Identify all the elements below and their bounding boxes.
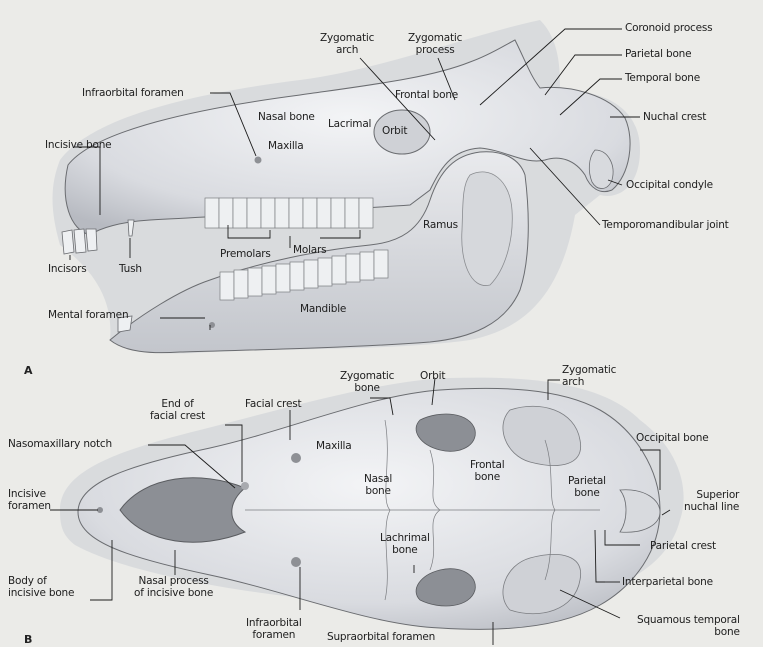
- panel-a-letter: A: [24, 364, 33, 377]
- label-coronoid-process: Coronoid process: [625, 22, 712, 34]
- label-molars: Molars: [293, 244, 326, 256]
- label-temporal-bone: Temporal bone: [625, 72, 700, 84]
- label-nasomaxillary-notch: Nasomaxillary notch: [8, 438, 112, 450]
- label-nuchal-crest: Nuchal crest: [643, 111, 706, 123]
- upper-teeth: [205, 198, 373, 228]
- label-nasal-process-of-incisive-bone: Nasal process of incisive bone: [134, 575, 213, 599]
- label-body-of-incisive-bone: Body of incisive bone: [8, 575, 74, 599]
- panel-b-letter: B: [24, 633, 32, 646]
- label-squamous-temporal-bone: Squamous temporal bone: [637, 614, 740, 638]
- label-nasal-bone-b: Nasal bone: [364, 473, 392, 497]
- label-parietal-bone-b: Parietal bone: [568, 475, 606, 499]
- label-facial-crest: Facial crest: [245, 398, 301, 410]
- dorsal-infraorbital-foramen-upper: [291, 453, 301, 463]
- label-frontal-bone-b: Frontal bone: [470, 459, 505, 483]
- label-supraorbital-foramen: Supraorbital foramen: [327, 631, 435, 643]
- label-zygomatic-arch-a: Zygomatic arch: [320, 32, 374, 56]
- lateral-infraorbital-foramen: [255, 157, 262, 164]
- label-infraorbital-foramen-a: Infraorbital foramen: [82, 87, 184, 99]
- label-tush: Tush: [119, 263, 142, 275]
- lateral-skull: [53, 20, 641, 354]
- label-maxilla-a: Maxilla: [268, 140, 304, 152]
- label-maxilla-b: Maxilla: [316, 440, 352, 452]
- label-premolars: Premolars: [220, 248, 271, 260]
- label-end-of-facial-crest: End of facial crest: [150, 398, 205, 422]
- label-zygomatic-arch-b: Zygomatic arch: [562, 364, 616, 388]
- label-temporomandibular-joint: Temporomandibular joint: [602, 219, 729, 231]
- label-occipital-condyle: Occipital condyle: [626, 179, 713, 191]
- label-parietal-crest: Parietal crest: [650, 540, 716, 552]
- label-frontal-bone-a: Frontal bone: [395, 89, 458, 101]
- label-incisive-foramen: Incisive foramen: [8, 488, 51, 512]
- label-ramus: Ramus: [423, 219, 458, 231]
- label-orbit-a: Orbit: [382, 125, 407, 137]
- label-zygomatic-bone: Zygomatic bone: [340, 370, 394, 394]
- label-incisors: Incisors: [48, 263, 87, 275]
- label-incisive-bone: Incisive bone: [45, 139, 111, 151]
- label-parietal-bone-a: Parietal bone: [625, 48, 691, 60]
- label-interparietal-bone: Interparietal bone: [622, 576, 713, 588]
- label-lachrimal-bone: Lachrimal bone: [380, 532, 430, 556]
- label-mental-foramen: Mental foramen: [48, 309, 128, 321]
- label-nasal-bone-a: Nasal bone: [258, 111, 315, 123]
- label-infraorbital-foramen-b: Infraorbital foramen: [246, 617, 302, 641]
- dorsal-infraorbital-foramen-lower: [291, 557, 301, 567]
- label-occipital-bone: Occipital bone: [636, 432, 709, 444]
- label-superior-nuchal-line: Superior nuchal line: [684, 489, 739, 513]
- label-mandible: Mandible: [300, 303, 346, 315]
- dorsal-facial-crest-end-upper: [241, 482, 249, 490]
- label-orbit-b: Orbit: [420, 370, 445, 382]
- label-lacrimal: Lacrimal: [328, 118, 371, 130]
- label-zygomatic-process: Zygomatic process: [408, 32, 462, 56]
